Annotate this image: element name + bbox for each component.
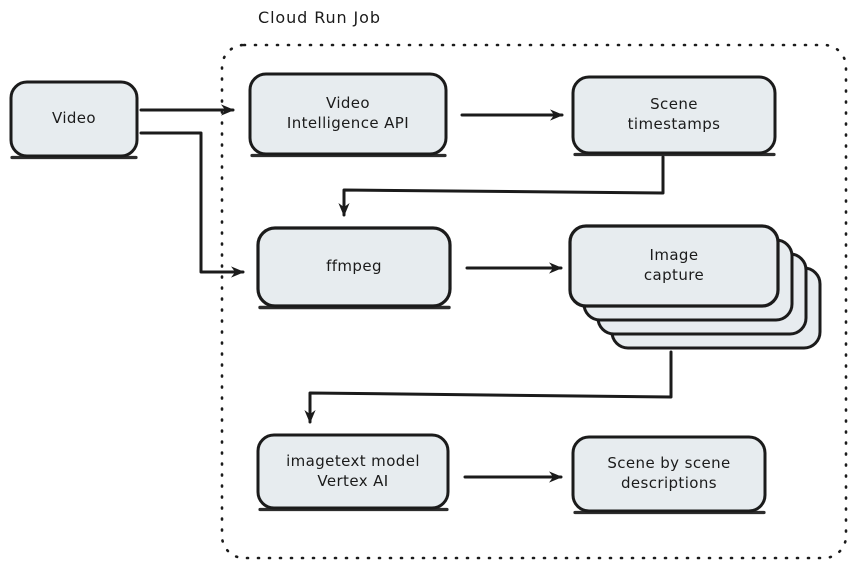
- cloud-run-job-container: [220, 43, 848, 560]
- edge-image-capture-to-imagetext-model: [304, 350, 673, 424]
- edge-video-to-ffmpeg: [139, 131, 245, 278]
- node-scene-timestamps[interactable]: [571, 75, 777, 157]
- container-title-cloud-run-job: Cloud Run Job: [258, 8, 381, 27]
- node-video[interactable]: [9, 80, 139, 160]
- node-ffmpeg[interactable]: [256, 226, 452, 310]
- node-scene-by-scene-descriptions[interactable]: [571, 435, 767, 515]
- node-imagetext-model-vertex-ai[interactable]: [256, 433, 450, 512]
- node-video-intelligence-api[interactable]: [248, 72, 448, 158]
- edge-scene-timestamps-to-ffmpeg: [338, 155, 665, 217]
- node-image-capture[interactable]: [568, 224, 822, 350]
